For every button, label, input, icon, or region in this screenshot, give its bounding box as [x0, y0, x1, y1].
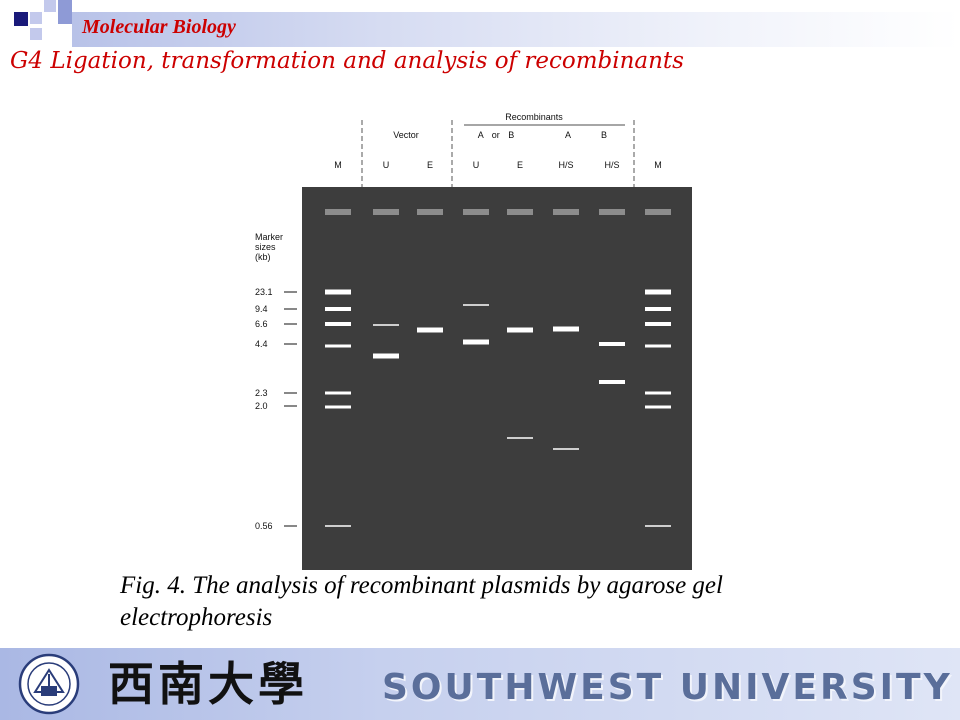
gel-bands	[325, 289, 671, 527]
gel-band	[645, 344, 671, 348]
gel-band	[373, 353, 399, 359]
gel-band	[463, 304, 489, 306]
university-chinese-name: 西南大學	[108, 657, 308, 711]
marker-scale: 23.1 9.4 6.6 4.4 2.3 2.0 0.56	[255, 287, 297, 531]
lane-separators	[361, 120, 635, 188]
lane-label: H/S	[558, 160, 573, 170]
marker-size-label: 6.6	[255, 319, 268, 329]
gel-electrophoresis-figure: Recombinants Vector A or B A B M U E U E H/S H…	[255, 112, 692, 570]
gel-band	[325, 289, 351, 295]
lane-labels: M U E U E H/S H/S M	[334, 160, 662, 170]
marker-size-label: 0.56	[255, 521, 273, 531]
gel-wells	[325, 209, 671, 215]
header-bar	[72, 12, 960, 47]
recombinants-label: Recombinants	[505, 112, 563, 122]
vector-label: Vector	[393, 130, 419, 140]
gel-band	[373, 324, 399, 326]
gel-band	[599, 342, 625, 346]
lane-label: U	[383, 160, 390, 170]
university-emblem-icon	[18, 653, 80, 715]
lane-label: H/S	[604, 160, 619, 170]
lane-label: U	[473, 160, 480, 170]
gel-band	[417, 327, 443, 333]
figure-caption: Fig. 4. The analysis of recombinant plas…	[120, 572, 723, 631]
gel-band	[553, 448, 579, 450]
gel-band	[645, 307, 671, 311]
gel-well	[417, 209, 443, 215]
gel-well	[599, 209, 625, 215]
marker-title-line: (kb)	[255, 252, 271, 262]
marker-title-line: Marker	[255, 232, 283, 242]
footer-banner: 西南大學 SOUTHWEST UNIVERSITY	[0, 648, 960, 720]
marker-size-label: 4.4	[255, 339, 268, 349]
recombinant-b-label: B	[601, 130, 607, 140]
lane-label: M	[654, 160, 662, 170]
gel-band	[507, 327, 533, 333]
a-or-b-label: A or B	[478, 130, 515, 140]
gel-well	[373, 209, 399, 215]
gel-band	[645, 391, 671, 395]
gel-well	[553, 209, 579, 215]
marker-size-label: 9.4	[255, 304, 268, 314]
gel-band	[325, 344, 351, 348]
marker-size-label: 2.3	[255, 388, 268, 398]
marker-size-label: 23.1	[255, 287, 273, 297]
subject-title: Molecular Biology	[82, 16, 236, 38]
corner-decoration	[0, 0, 80, 50]
gel-band	[645, 322, 671, 326]
gel-well	[645, 209, 671, 215]
gel-band	[645, 525, 671, 527]
lane-label: E	[427, 160, 433, 170]
marker-title-line: sizes	[255, 242, 276, 252]
gel-band	[553, 326, 579, 332]
gel-well	[463, 209, 489, 215]
slide-title: G4 Ligation, transformation and analysis…	[10, 48, 684, 74]
gel-band	[325, 322, 351, 326]
recombinant-a-label: A	[565, 130, 571, 140]
gel-band	[645, 405, 671, 409]
university-english-name: SOUTHWEST UNIVERSITY	[382, 667, 953, 708]
gel-band	[325, 307, 351, 311]
gel-well	[325, 209, 351, 215]
marker-size-label: 2.0	[255, 401, 268, 411]
gel-band	[463, 339, 489, 345]
gel-band	[325, 405, 351, 409]
lane-label: E	[517, 160, 523, 170]
gel-band	[325, 525, 351, 527]
gel-band	[507, 437, 533, 439]
gel-band	[599, 380, 625, 384]
lane-label: M	[334, 160, 342, 170]
gel-band	[325, 391, 351, 395]
gel-well	[507, 209, 533, 215]
gel	[302, 187, 692, 570]
gel-band	[645, 289, 671, 295]
